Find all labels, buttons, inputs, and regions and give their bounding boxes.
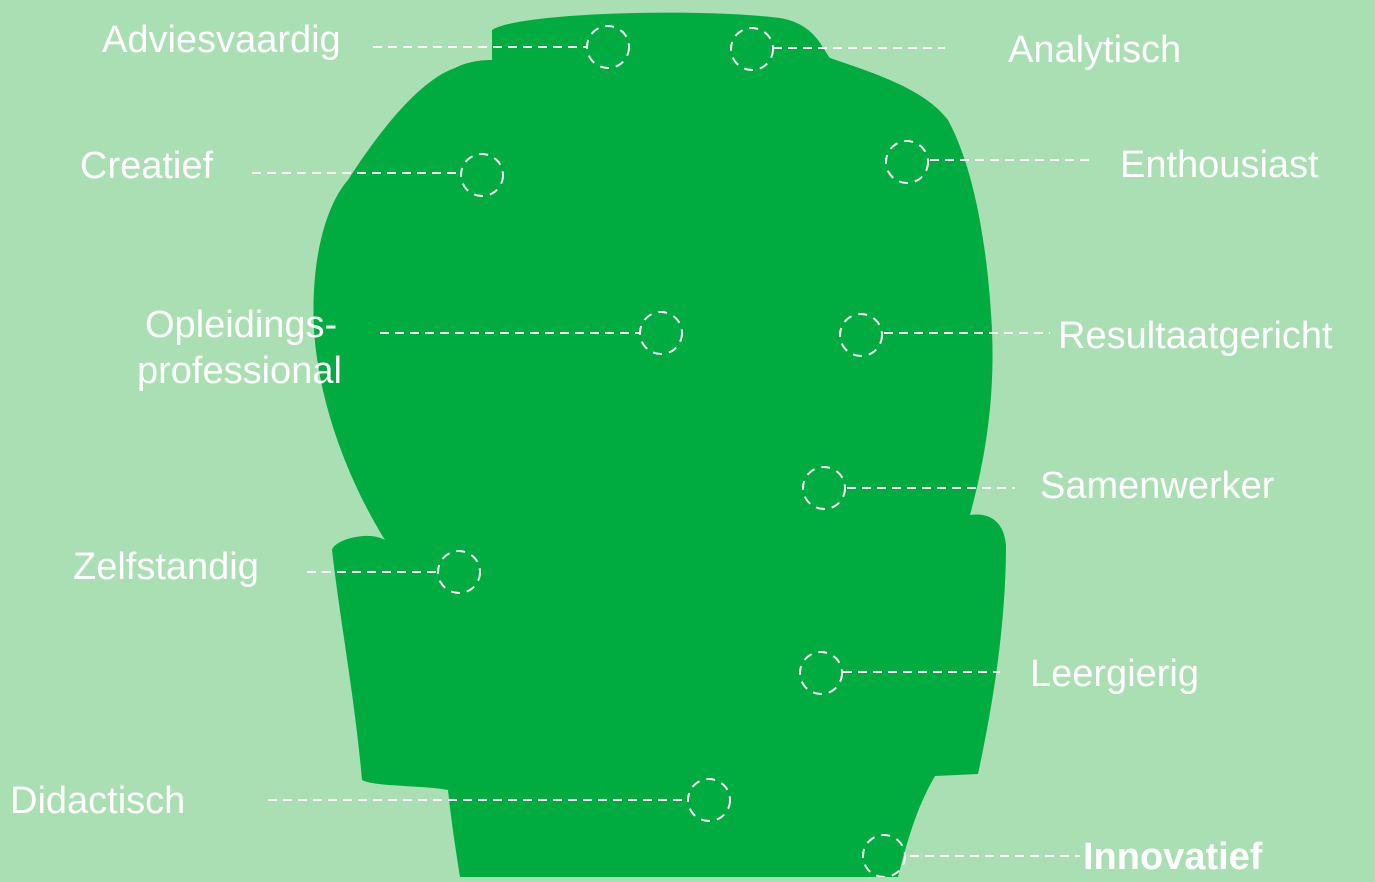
label-leergierig: Leergierig <box>1030 653 1199 695</box>
label-didactisch: Didactisch <box>10 780 186 822</box>
head-silhouette <box>313 12 1006 877</box>
label-opleidingsprofessional-line2: professional <box>137 350 342 392</box>
label-opleidingsprofessional-line1: Opleidings- <box>145 304 338 346</box>
label-resultaatgericht: Resultaatgericht <box>1058 315 1333 357</box>
marker-enthousiast <box>885 140 929 184</box>
label-zelfstandig: Zelfstandig <box>73 546 259 588</box>
marker-resultaatgericht <box>839 313 883 357</box>
marker-analytisch <box>730 27 774 71</box>
label-opleidingsprofessional: Opleidings- professional <box>137 302 342 394</box>
marker-zelfstandig <box>437 550 481 594</box>
label-creatief: Creatief <box>80 145 214 187</box>
label-enthousiast: Enthousiast <box>1120 144 1319 186</box>
marker-adviesvaardig <box>586 25 630 69</box>
label-innovatief: Innovatief <box>1083 836 1263 878</box>
marker-leergierig <box>799 651 843 695</box>
label-analytisch: Analytisch <box>1008 29 1182 71</box>
marker-didactisch <box>687 778 731 822</box>
label-adviesvaardig: Adviesvaardig <box>102 19 341 61</box>
marker-samenwerker <box>802 466 846 510</box>
marker-creatief <box>460 153 504 197</box>
marker-opleidingsprofessional <box>639 311 683 355</box>
label-samenwerker: Samenwerker <box>1040 465 1275 507</box>
